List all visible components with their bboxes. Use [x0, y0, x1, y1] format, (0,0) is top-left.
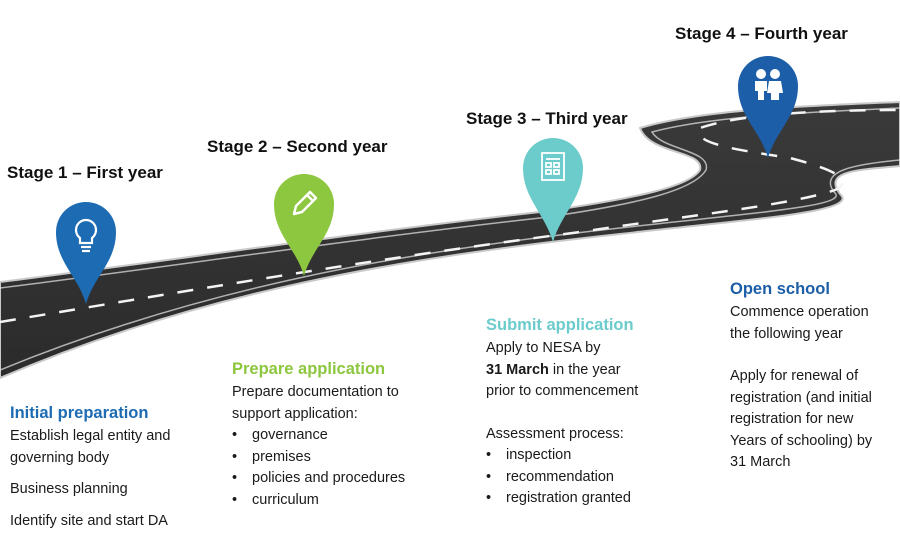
list-item: policies and procedures [232, 468, 432, 490]
stage-3-heading: Submit application [486, 316, 634, 334]
stage-1-details: Initial preparation Establish legal enti… [10, 402, 215, 532]
stage-2-intro: Prepare documentation to support applica… [232, 384, 399, 422]
list-item: curriculum [232, 490, 432, 512]
list-item: registration granted [486, 488, 686, 510]
stage-4-details: Open school Commence operation the follo… [730, 278, 890, 474]
stage-3-title: Stage 3 – Third year [466, 109, 628, 128]
stage-1-line: Establish legal entity and governing bod… [10, 428, 171, 466]
stage-4-pin [738, 56, 798, 158]
stage-2-details: Prepare application Prepare documentatio… [232, 358, 432, 511]
document-icon [541, 152, 565, 181]
stage-3-assessment-label: Assessment process: [486, 425, 624, 442]
pencil-icon [292, 190, 318, 216]
stage-2-heading: Prepare application [232, 360, 386, 378]
list-item: governance [232, 425, 432, 447]
stage-1-line: Business planning [10, 481, 128, 497]
stage-3-line: 31 March in the year [486, 361, 621, 378]
stage-2-pin [274, 174, 334, 276]
lightbulb-icon [74, 218, 98, 253]
list-item: premises [232, 447, 432, 469]
children-icon [755, 69, 783, 100]
stage-4-para: Apply for renewal of registration (and i… [730, 368, 873, 470]
stage-1-pin [56, 202, 116, 304]
list-item: inspection [486, 445, 686, 467]
stage-4-title: Stage 4 – Fourth year [675, 24, 848, 43]
stage-2-list: governance premises policies and procedu… [232, 425, 432, 511]
stage-3-date: 31 March [486, 361, 549, 378]
road-centre-line [0, 108, 900, 324]
stage-3-pin [523, 138, 583, 242]
stage-4-para: Commence operation the following year [730, 304, 869, 342]
stage-1-line: Identify site and start DA [10, 512, 168, 529]
list-item: recommendation [486, 467, 686, 489]
stage-3-line: Apply to NESA by [486, 340, 601, 356]
stage-2-title: Stage 2 – Second year [207, 137, 388, 156]
stage-3-details: Submit application Apply to NESA by 31 M… [486, 314, 686, 510]
stage-3-line: prior to commencement [486, 383, 639, 399]
stage-1-heading: Initial preparation [10, 404, 149, 422]
stage-3-list: inspection recommendation registration g… [486, 445, 686, 510]
road-surface [0, 100, 900, 380]
stage-1-title: Stage 1 – First year [7, 163, 163, 182]
stage-4-heading: Open school [730, 280, 830, 298]
